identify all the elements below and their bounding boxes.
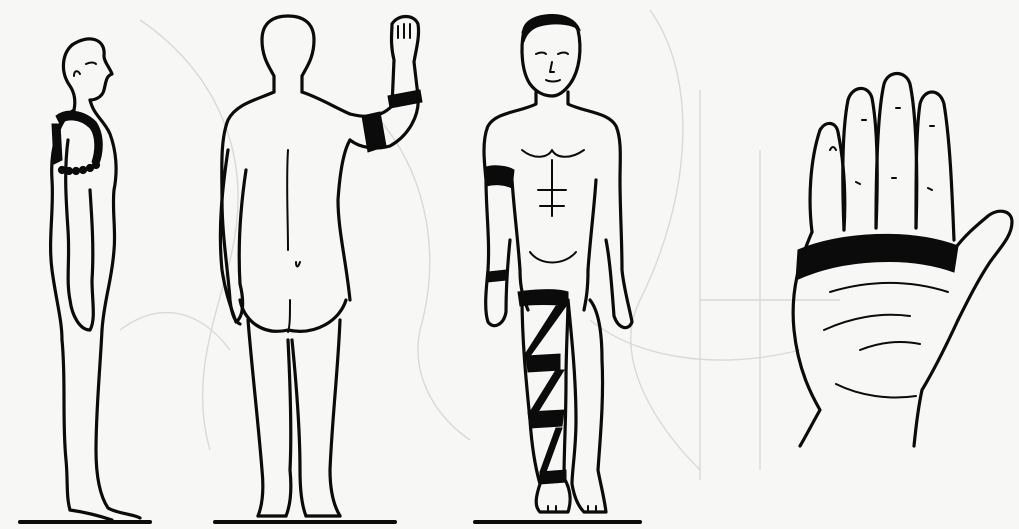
figure-side-profile: [51, 39, 140, 520]
figure-front-view: [484, 14, 632, 512]
palm-bandage: [796, 234, 958, 280]
bleed-through-sketch: [120, 10, 840, 480]
upper-arm-bandage: [484, 166, 514, 188]
figure-rear-view: [220, 16, 422, 516]
wrist-bandage: [488, 270, 506, 282]
shoulder-bandage: [56, 111, 102, 166]
figure-hand-palm: [793, 74, 1012, 447]
